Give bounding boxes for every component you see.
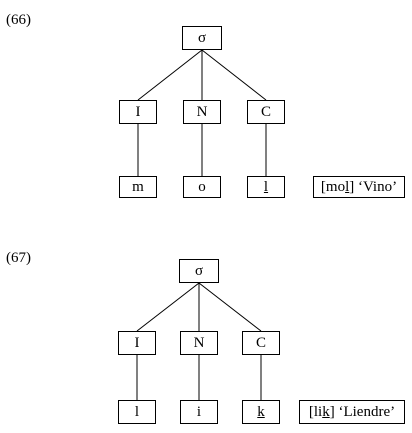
nucleus-node: N <box>180 331 218 355</box>
segment-node: l <box>118 400 156 424</box>
branch-sigma-coda-66 <box>201 49 267 101</box>
segment-node: m <box>119 176 157 198</box>
gloss-box: [lik] ‘Liendre’ <box>299 400 405 424</box>
gloss-bracket-open: [ <box>320 179 326 195</box>
gloss-translation: ‘Vino’ <box>354 179 398 195</box>
onset-node: I <box>119 100 157 124</box>
gloss-translation: ‘Liendre’ <box>334 404 396 420</box>
gloss-transcription: mo <box>325 179 346 195</box>
example-number: (67) <box>6 250 31 266</box>
gloss-bracket-open: [ <box>308 404 314 420</box>
gloss-underlined-segment: k <box>322 404 330 420</box>
branch-sigma-onset-67 <box>136 282 200 332</box>
segment-node-underlined: k <box>242 400 280 424</box>
segment-node: o <box>183 176 221 198</box>
example-number: (66) <box>6 12 31 28</box>
gloss-box: [mol] ‘Vino’ <box>313 176 405 198</box>
coda-node: C <box>242 331 280 355</box>
nucleus-node: N <box>183 100 221 124</box>
segment-node: i <box>180 400 218 424</box>
branch-sigma-onset-66 <box>137 49 203 101</box>
syllable-node: σ <box>179 259 219 283</box>
branch-sigma-coda-67 <box>198 282 262 332</box>
gloss-underlined-segment: l <box>345 179 350 195</box>
coda-node: C <box>247 100 285 124</box>
syllable-node: σ <box>182 26 222 50</box>
gloss-transcription: li <box>313 404 323 420</box>
gloss-bracket-close: ] <box>329 404 335 420</box>
gloss-bracket-close: ] <box>349 179 355 195</box>
onset-node: I <box>118 331 156 355</box>
segment-node-underlined: l <box>247 176 285 198</box>
